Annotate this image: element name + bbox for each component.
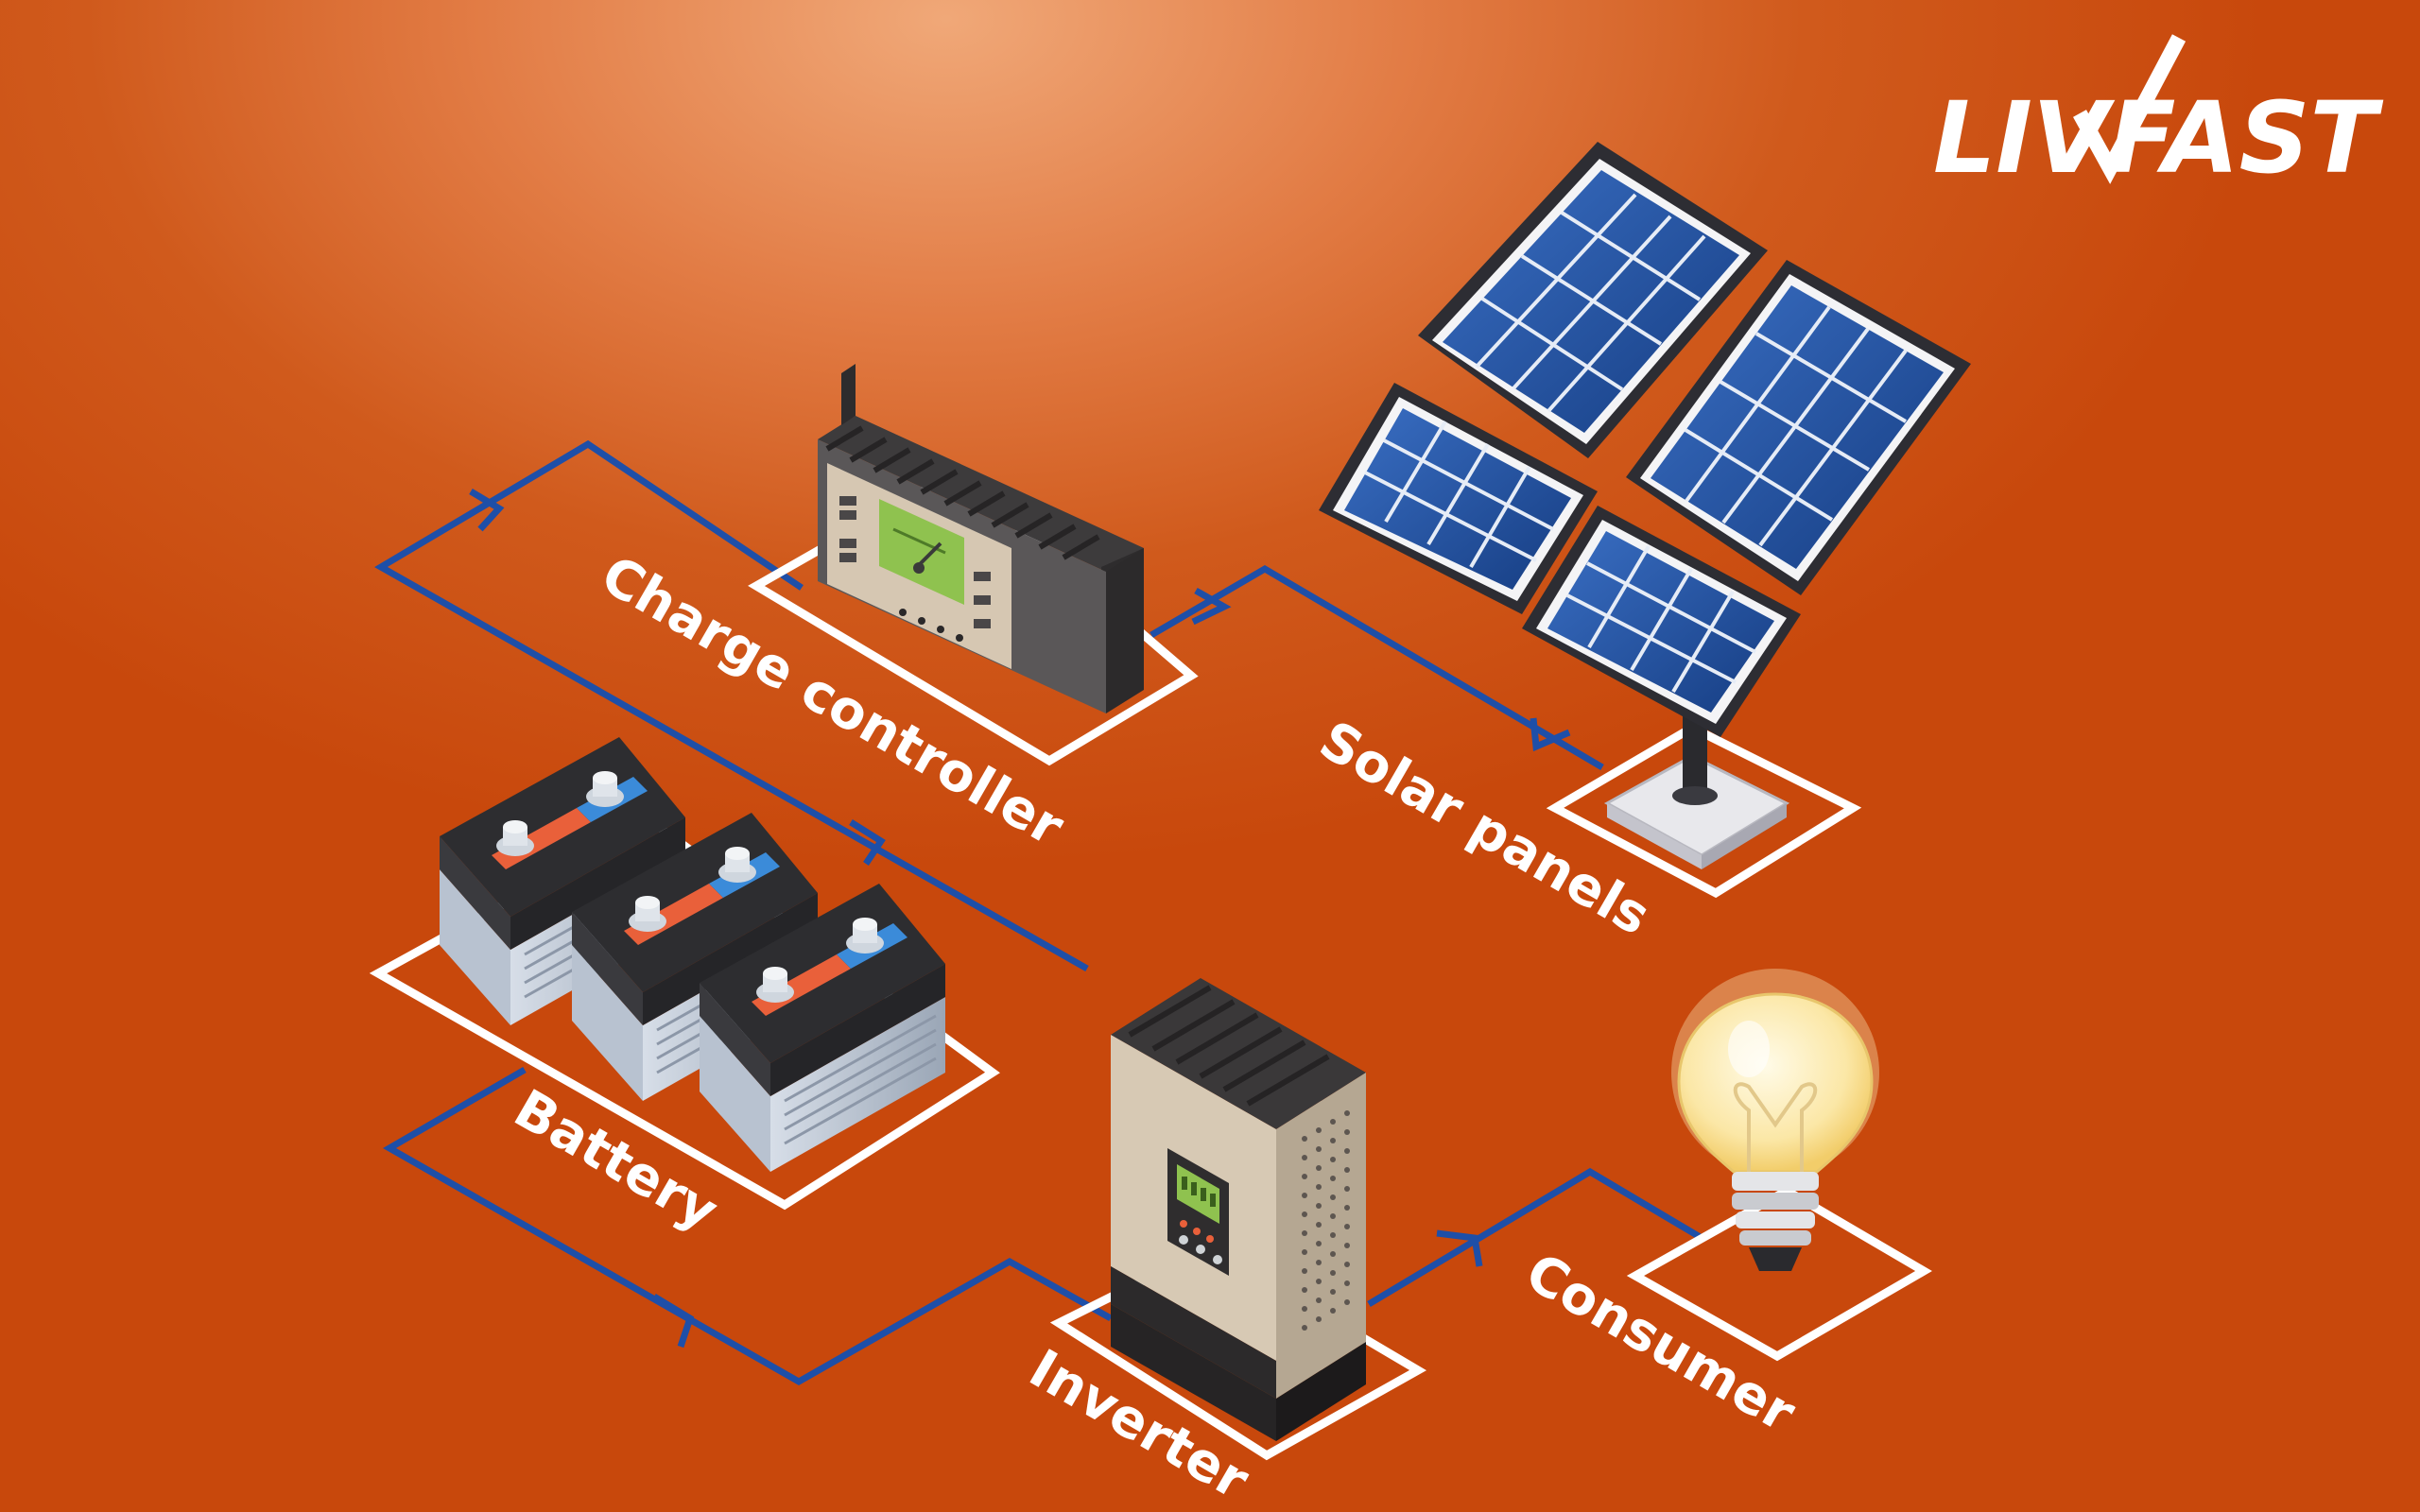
bulb-glass	[1677, 992, 1874, 1174]
solar-panels-icon	[1319, 142, 1971, 869]
flow-arrow	[652, 1294, 695, 1349]
wire-solar-to-controller	[1150, 564, 1604, 771]
flow-arrow	[1191, 587, 1232, 626]
flow-arrow	[1436, 1229, 1483, 1267]
solar-pole-foot	[1672, 786, 1718, 805]
brand-logo: LIVFAST	[1933, 34, 2383, 196]
inverter-icon	[1111, 978, 1366, 1441]
solar-panel	[1522, 506, 1801, 737]
brand-logo-check	[2072, 34, 2187, 184]
wiring	[374, 439, 1703, 1386]
bulb-base	[1732, 1172, 1819, 1271]
brand-logo-text: LIVFAST	[1933, 80, 2383, 196]
flow-arrow	[469, 488, 505, 532]
solar-panel	[1626, 260, 1971, 595]
solar-panel	[1319, 383, 1598, 614]
flow-arrow	[849, 819, 886, 866]
wire-battery-to-inverter	[382, 1066, 1113, 1386]
pad-solar	[1546, 722, 1862, 899]
charge-controller-icon	[818, 364, 1144, 713]
solar-base-side	[1702, 803, 1787, 869]
solar-panel	[1418, 142, 1768, 458]
flow-arrows	[469, 488, 1571, 1349]
battery-icon	[440, 737, 945, 1172]
label-solar-panels: Solar panels	[1309, 710, 1660, 948]
bulb-filament	[1733, 1082, 1818, 1172]
wire-controller-loop	[374, 439, 1089, 972]
battery-cell	[700, 884, 945, 1172]
solar-base-side	[1607, 803, 1702, 869]
label-battery: Battery	[504, 1078, 728, 1243]
light-bulb-icon	[1671, 969, 1879, 1271]
flow-arrow	[1530, 717, 1571, 752]
wire-inverter-to-consumer	[1367, 1167, 1703, 1308]
